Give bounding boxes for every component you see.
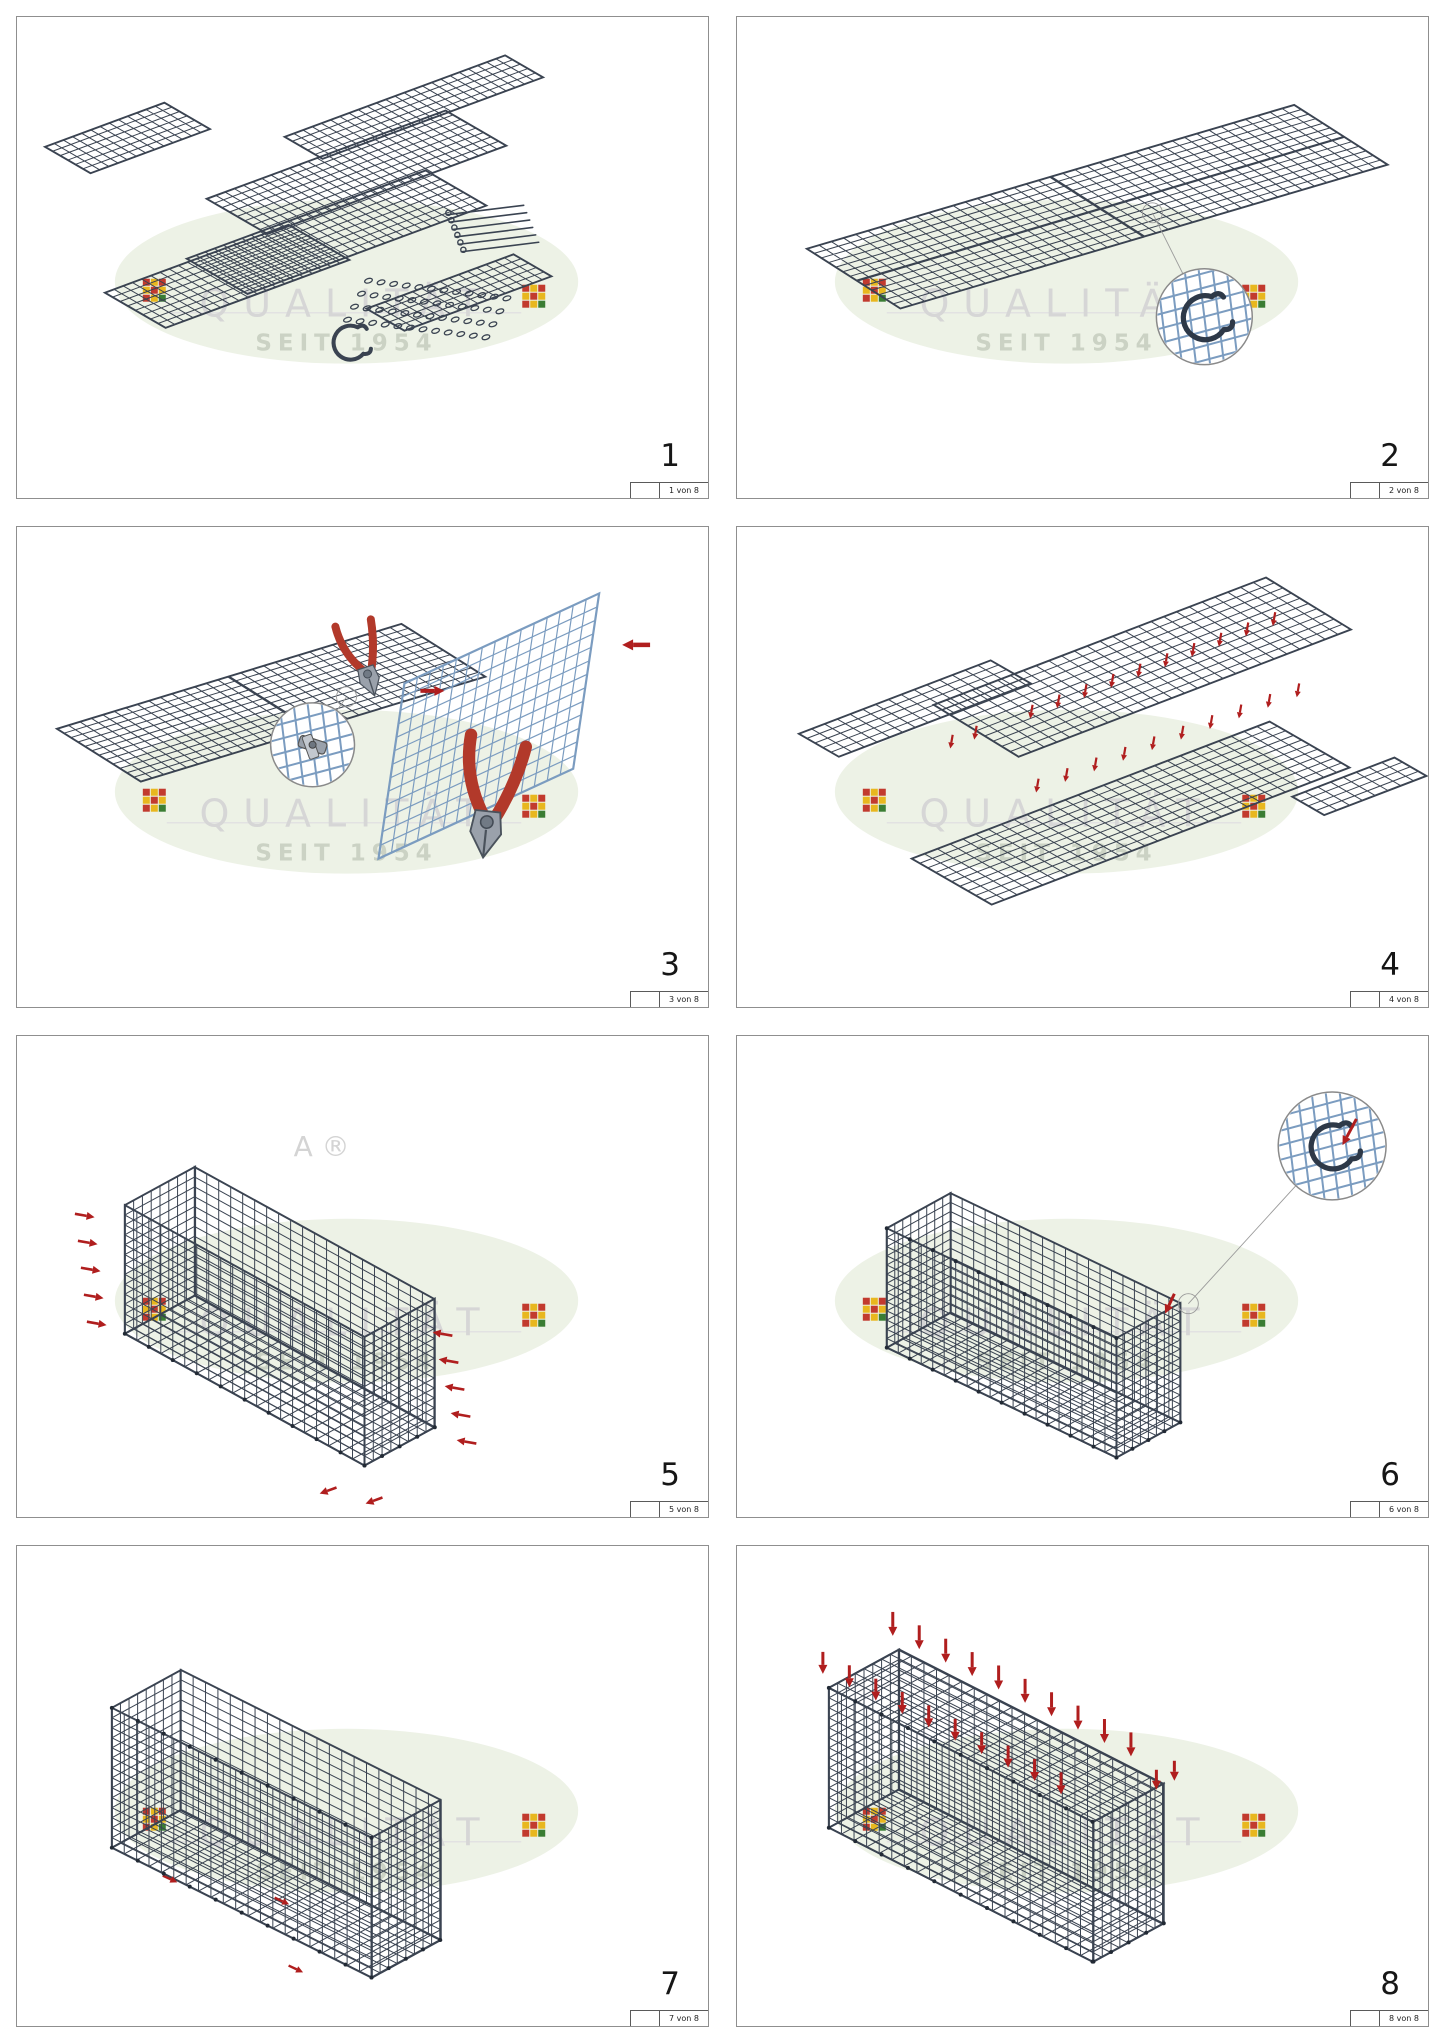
step-number: 2 [1380, 437, 1400, 474]
page-indicator: 7 von 8 [669, 2014, 699, 2023]
title-block: 5 von 8 [630, 1500, 708, 1517]
step-number: 6 [1380, 1456, 1400, 1493]
title-block-mark [1351, 2011, 1381, 2026]
title-block: 6 von 8 [1350, 1500, 1428, 1517]
title-block: 8 von 8 [1350, 2010, 1428, 2026]
title-block-mark [631, 2011, 661, 2026]
page-indicator: 2 von 8 [1389, 485, 1419, 495]
title-block-mark [631, 482, 661, 498]
step-number: 5 [660, 1456, 680, 1493]
title-block-mark [631, 992, 661, 1007]
title-block-mark [1351, 482, 1381, 498]
page-indicator: 1 von 8 [669, 485, 699, 495]
step-number: 4 [1380, 947, 1400, 983]
page-indicator: 3 von 8 [669, 995, 699, 1004]
step-number: 8 [1380, 1966, 1400, 2002]
svg-text:SEIT 1954: SEIT 1954 [975, 840, 1157, 866]
title-block: 7 von 8 [630, 2010, 708, 2026]
title-block-mark [1351, 1501, 1381, 1517]
step-number: 1 [660, 437, 680, 474]
svg-text:SEIT 1954: SEIT 1954 [255, 840, 437, 866]
title-block: 4 von 8 [1350, 991, 1428, 1007]
svg-text:SEIT 1954: SEIT 1954 [255, 331, 437, 357]
title-block-mark [631, 1501, 661, 1517]
page-indicator: 5 von 8 [669, 1504, 699, 1514]
page-indicator: 4 von 8 [1389, 995, 1419, 1004]
title-block: 3 von 8 [630, 991, 708, 1007]
step-number: 3 [660, 947, 680, 983]
page-indicator: 6 von 8 [1389, 1504, 1419, 1514]
title-block-mark [1351, 992, 1381, 1007]
svg-text:SEIT 1954: SEIT 1954 [975, 331, 1157, 357]
page-indicator: 8 von 8 [1389, 2014, 1419, 2023]
title-block: 2 von 8 [1350, 481, 1428, 498]
step-number: 7 [660, 1966, 680, 2002]
title-block: 1 von 8 [630, 481, 708, 498]
svg-text:A ®: A ® [294, 1130, 350, 1163]
